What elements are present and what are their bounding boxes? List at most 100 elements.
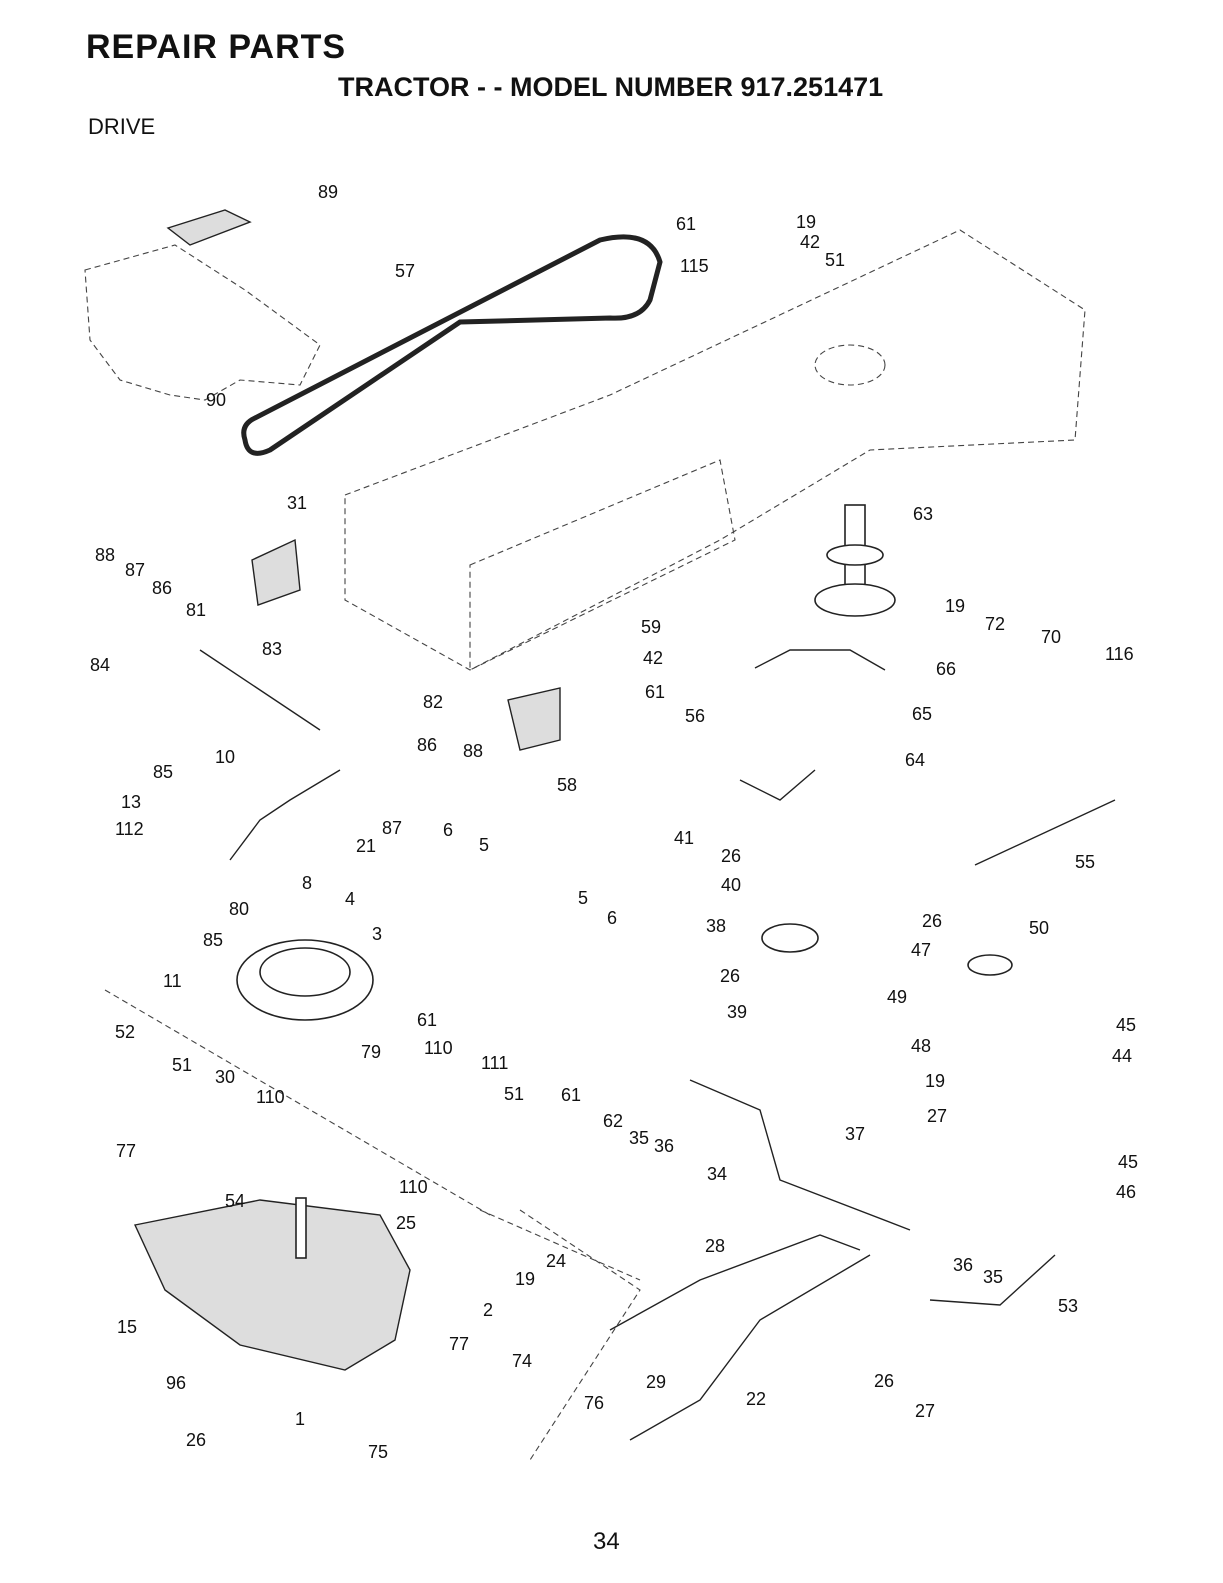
callout-26: 26	[721, 846, 741, 866]
callout-87: 87	[125, 560, 145, 580]
callout-48: 48	[911, 1036, 931, 1056]
callout-6: 6	[443, 820, 453, 840]
callout-61: 61	[417, 1010, 437, 1030]
section-label: DRIVE	[88, 114, 156, 139]
part-66-rod	[754, 649, 886, 671]
callout-76: 76	[584, 1393, 604, 1413]
callout-84: 84	[90, 655, 110, 675]
callout-4: 4	[345, 889, 355, 909]
callout-42: 42	[800, 232, 820, 252]
part-53-rod	[929, 1254, 1056, 1306]
callout-27: 27	[927, 1106, 947, 1126]
callout-19: 19	[515, 1269, 535, 1289]
part-89-plate	[166, 209, 252, 246]
callout-110: 110	[424, 1038, 453, 1058]
callout-35: 35	[629, 1128, 649, 1148]
callout-110: 110	[399, 1177, 428, 1197]
callout-13: 13	[121, 792, 141, 812]
callout-58: 58	[557, 775, 577, 795]
callout-81: 81	[186, 600, 206, 620]
callout-35: 35	[983, 1267, 1003, 1287]
callout-26: 26	[874, 1371, 894, 1391]
callout-85: 85	[153, 762, 173, 782]
callout-29: 29	[646, 1372, 666, 1392]
callout-5: 5	[479, 835, 489, 855]
callout-24: 24	[546, 1251, 566, 1271]
callout-86: 86	[152, 578, 172, 598]
callout-61: 61	[561, 1085, 581, 1105]
callout-56: 56	[685, 706, 705, 726]
callout-70: 70	[1041, 627, 1061, 647]
callout-26: 26	[186, 1430, 206, 1450]
page-title: REPAIR PARTS	[86, 28, 347, 66]
frame-outline	[344, 229, 1086, 671]
part-58-bracket	[507, 687, 561, 751]
callout-51: 51	[825, 250, 845, 270]
callout-21: 21	[356, 836, 376, 856]
callout-52: 52	[115, 1022, 135, 1042]
part-55-spring	[974, 799, 1116, 866]
callout-2: 2	[483, 1300, 493, 1320]
fender-outline	[84, 244, 321, 401]
callout-26: 26	[922, 911, 942, 931]
part-38-pulley	[761, 923, 819, 953]
callout-116: 116	[1105, 644, 1134, 664]
callout-65: 65	[912, 704, 932, 724]
callout-110: 110	[256, 1087, 285, 1107]
callout-55: 55	[1075, 852, 1095, 872]
callout-53: 53	[1058, 1296, 1078, 1316]
callout-39: 39	[727, 1002, 747, 1022]
assembly-guide-lines	[104, 989, 641, 1461]
callout-57: 57	[395, 261, 415, 281]
callout-74: 74	[512, 1351, 532, 1371]
frame-side	[469, 459, 736, 671]
callout-36: 36	[953, 1255, 973, 1275]
callout-40: 40	[721, 875, 741, 895]
callout-77: 77	[116, 1141, 136, 1161]
callout-85: 85	[203, 930, 223, 950]
callout-19: 19	[945, 596, 965, 616]
part-81-rod	[199, 649, 321, 731]
part-1-transaxle	[133, 1199, 411, 1371]
callout-26: 26	[720, 966, 740, 986]
callout-10: 10	[215, 747, 235, 767]
callout-90: 90	[206, 390, 226, 410]
part-34-rod	[689, 1079, 911, 1231]
callout-86: 86	[417, 735, 437, 755]
callout-79: 79	[361, 1042, 381, 1062]
callout-61: 61	[645, 682, 665, 702]
part-8-rod	[229, 769, 341, 861]
callout-27: 27	[915, 1401, 935, 1421]
callout-46: 46	[1116, 1182, 1136, 1202]
callout-51: 51	[504, 1084, 524, 1104]
callout-37: 37	[845, 1124, 865, 1144]
callout-25: 25	[396, 1213, 416, 1233]
callout-49: 49	[887, 987, 907, 1007]
callout-8: 8	[302, 873, 312, 893]
callout-62: 62	[603, 1111, 623, 1131]
page-number: 34	[593, 1528, 620, 1555]
callout-44: 44	[1112, 1046, 1132, 1066]
callout-11: 11	[163, 971, 182, 991]
callout-22: 22	[746, 1389, 766, 1409]
callout-66: 66	[936, 659, 956, 679]
callout-88: 88	[95, 545, 115, 565]
part-1-input-shaft	[295, 1197, 307, 1259]
callout-72: 72	[985, 614, 1005, 634]
callout-89: 89	[318, 182, 338, 202]
callout-15: 15	[117, 1317, 137, 1337]
part-41-spring	[739, 769, 816, 801]
callout-19: 19	[796, 212, 816, 232]
callout-1: 1	[295, 1409, 305, 1429]
callout-51: 51	[172, 1055, 192, 1075]
callout-38: 38	[706, 916, 726, 936]
callout-82: 82	[423, 692, 443, 712]
callout-34: 34	[707, 1164, 727, 1184]
callout-30: 30	[215, 1067, 235, 1087]
callout-42: 42	[643, 648, 663, 668]
callout-112: 112	[115, 819, 144, 839]
frame-hole	[814, 344, 886, 386]
